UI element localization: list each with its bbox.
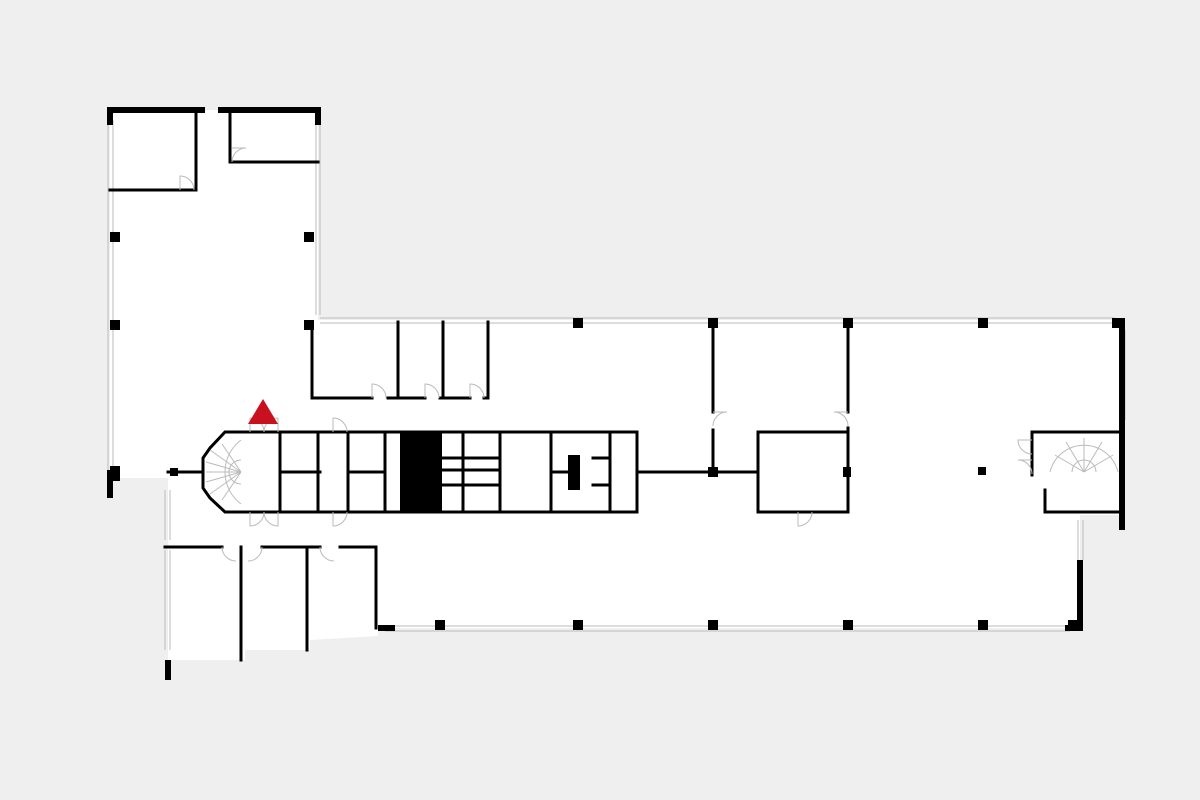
shafts	[400, 432, 580, 512]
interior-walls	[108, 108, 1122, 662]
you-are-here-triangle-icon	[248, 399, 278, 424]
stair-right-icon	[1049, 438, 1119, 473]
stair-left-icon	[205, 439, 242, 505]
floor-area	[110, 110, 1122, 660]
doors	[179, 147, 1033, 562]
